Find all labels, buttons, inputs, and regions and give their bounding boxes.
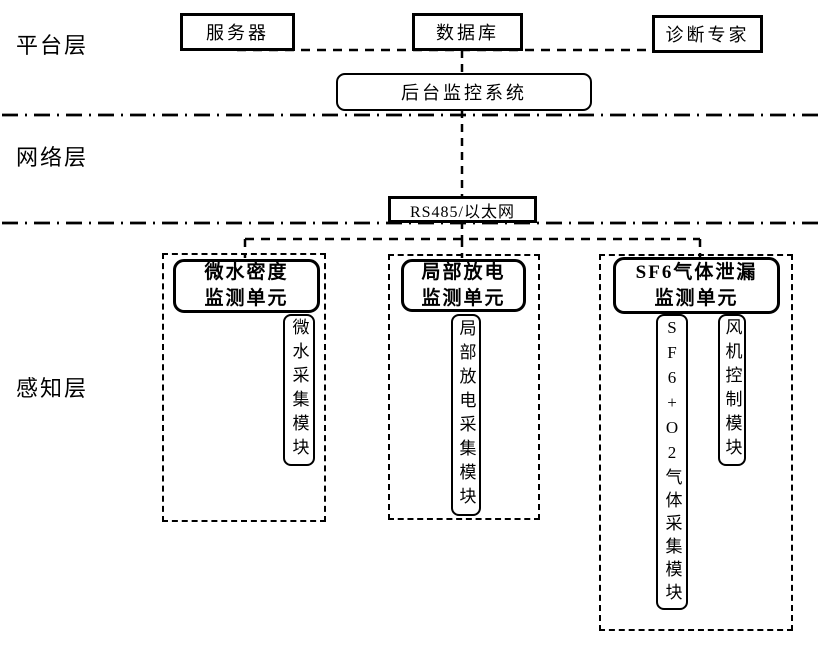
module-microwater-collect: 微水采集模块 — [283, 314, 315, 466]
monitor-system-box: 后台监控系统 — [336, 73, 592, 111]
layer-label-perception: 感知层 — [16, 376, 89, 401]
unit-title-line2: 监测单元 — [204, 288, 289, 309]
unit-title-sf6-leak: SF6气体泄漏 监测单元 — [613, 257, 780, 314]
unit-title-line2: 监测单元 — [654, 287, 739, 309]
unit-title-line1: 微水密度 — [204, 262, 289, 283]
layer-label-network: 网络层 — [16, 145, 89, 170]
database-box: 数据库 — [412, 13, 523, 51]
diagnosis-expert-box: 诊断专家 — [652, 15, 763, 53]
module-fan-control: 风机控制模块 — [718, 314, 746, 466]
server-box: 服务器 — [180, 13, 295, 51]
unit-title-line1: SF6气体泄漏 — [635, 261, 758, 283]
layer-label-platform: 平台层 — [16, 33, 89, 58]
module-partial-discharge-collect: 局部放电采集模块 — [451, 314, 481, 516]
unit-title-microwater: 微水密度 监测单元 — [173, 259, 320, 313]
unit-container-microwater: 微水密度 监测单元 微水采集模块 — [162, 253, 326, 522]
unit-container-sf6-leak: SF6气体泄漏 监测单元 SF6+O2气体采集模块 风机控制模块 — [599, 254, 793, 631]
unit-container-partial-discharge: 局部放电 监测单元 局部放电采集模块 — [388, 254, 540, 520]
module-sf6-o2-gas-collect: SF6+O2气体采集模块 — [656, 314, 688, 610]
unit-title-line2: 监测单元 — [421, 287, 506, 309]
unit-title-partial-discharge: 局部放电 监测单元 — [401, 259, 526, 312]
bus-box: RS485/以太网 — [388, 196, 537, 223]
unit-title-line1: 局部放电 — [421, 261, 506, 283]
